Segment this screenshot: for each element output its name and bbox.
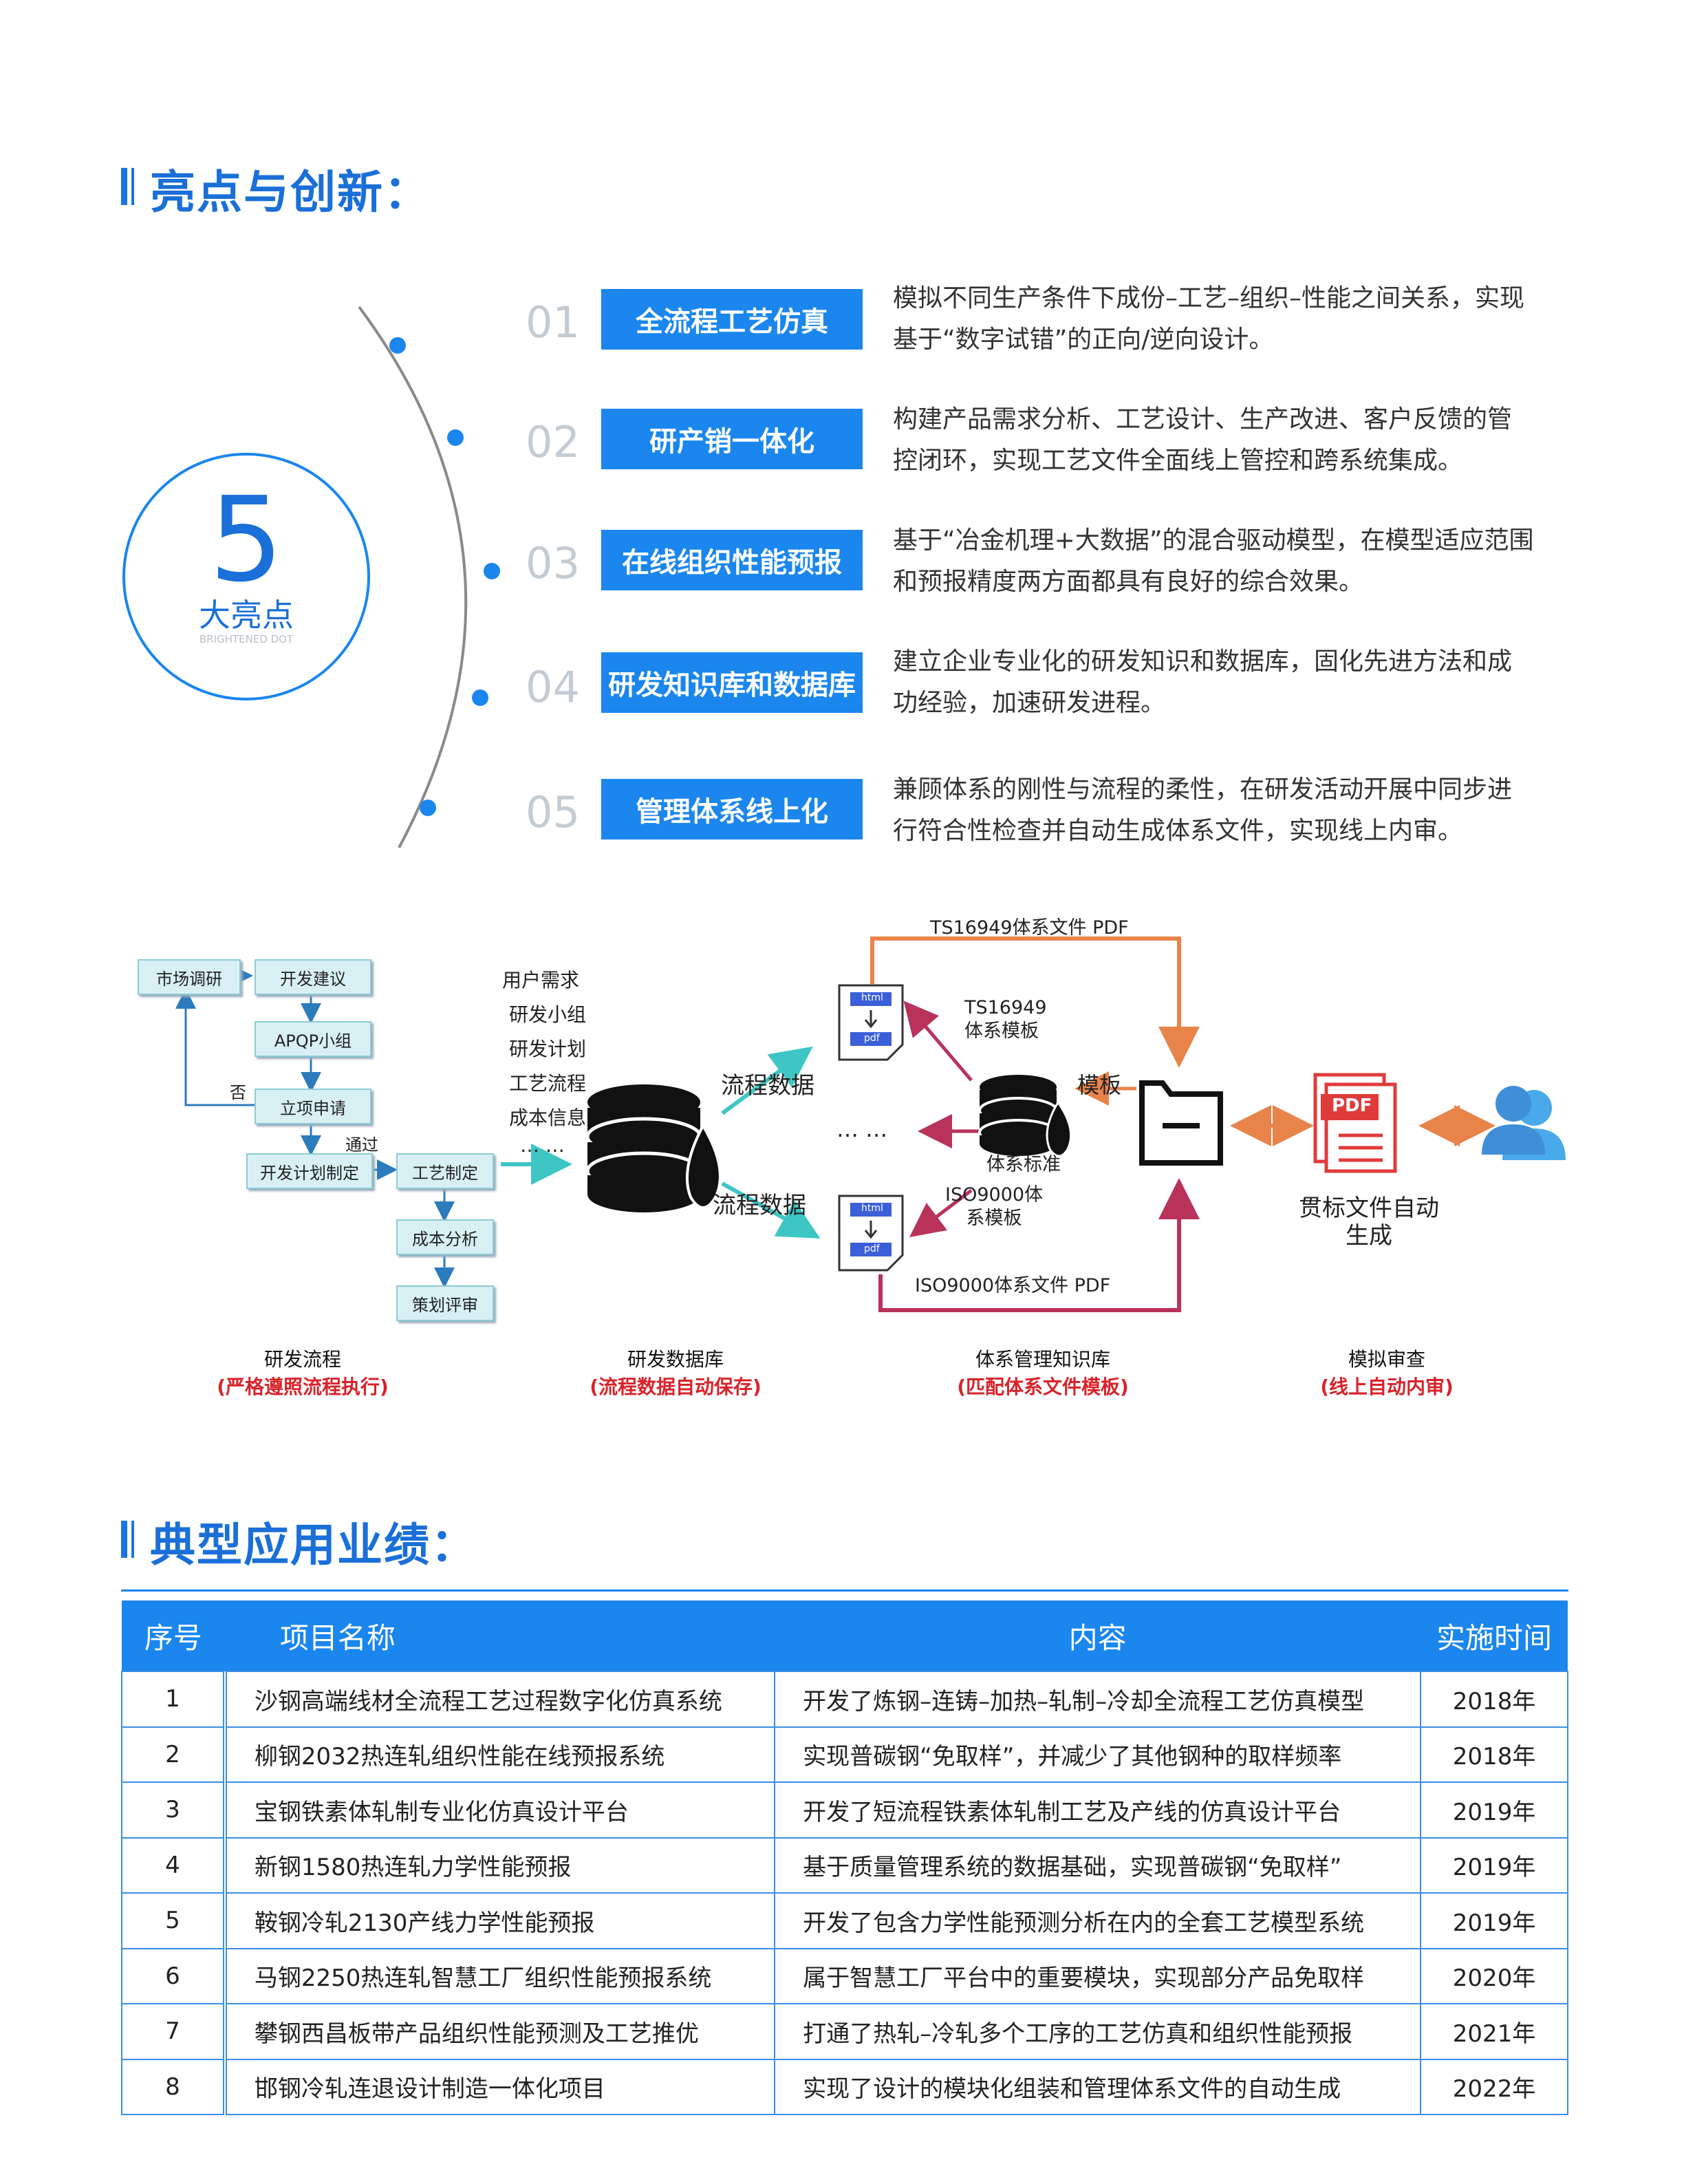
flow-data-label-bottom: 流程数据 — [713, 1192, 806, 1219]
header-date: 实施时间 — [1421, 1600, 1568, 1671]
iso-pdf-label: ISO9000体系文件 PDF — [915, 1275, 1111, 1296]
flow-no-label: 否 — [230, 1083, 246, 1102]
highlight-num-3: 03 — [526, 538, 580, 588]
flow-market-research: 市场调研 — [138, 959, 241, 995]
flow-pass-label: 通过 — [345, 1135, 378, 1155]
highlight-title-4: 研发知识库和数据库 — [601, 652, 863, 713]
pdf-big-label: PDF — [1332, 1095, 1372, 1116]
caption-knowledge: 体系管理知识库(匹配体系文件模板) — [957, 1348, 1129, 1398]
ts-document-icon — [838, 984, 904, 1061]
highlight-title-5: 管理体系线上化 — [601, 779, 863, 839]
html-tag-ts: html — [861, 992, 883, 1003]
flow-review: 策划评审 — [396, 1285, 494, 1321]
badge-sub: BRIGHTENED DOT — [199, 633, 294, 645]
section-marker — [121, 1521, 127, 1558]
header-content: 内容 — [775, 1600, 1421, 1671]
highlight-desc-5: 兼顾体系的刚性与流程的柔性，在研发活动开展中同步进行符合性检查并自动生成体系文件… — [893, 775, 1513, 845]
highlight-num-5: 05 — [526, 787, 580, 837]
pdf-icon — [1313, 1073, 1397, 1173]
highlight-num-2: 02 — [526, 417, 580, 467]
highlight-title-3: 在线组织性能预报 — [601, 530, 863, 590]
input-list: 用户需求 研发小组 研发计划 工艺流程 成本信息 … … — [502, 963, 586, 1156]
pdf-tag-ts: pdf — [864, 1033, 880, 1044]
flow-apqp: APQP小组 — [255, 1021, 371, 1057]
section-divider — [121, 1589, 1568, 1592]
section-marker-thin — [131, 168, 134, 205]
header-name: 项目名称 — [224, 1600, 775, 1671]
highlight-title-1: 全流程工艺仿真 — [601, 289, 863, 350]
highlight-title-2: 研产销一体化 — [601, 409, 863, 469]
input-item: 用户需求 — [502, 969, 580, 992]
pdf-tag-iso: pdf — [864, 1243, 880, 1254]
section-marker — [121, 168, 127, 205]
badge-number: 5 — [208, 472, 284, 608]
highlight-desc-1: 模拟不同生产条件下成份–工艺–组织–性能之间关系，实现基于“数字试错”的正向/逆… — [893, 284, 1525, 354]
section-marker-thin — [131, 1521, 134, 1558]
arc-dot-2 — [447, 429, 464, 446]
arc-dot-3 — [484, 563, 500, 579]
template-label: 模板 — [1077, 1072, 1122, 1098]
ellipsis-label: … … — [836, 1116, 888, 1142]
flow-project: 立项申请 — [255, 1089, 371, 1124]
highlight-num-1: 01 — [526, 297, 580, 347]
table-header-row: 序号 项目名称 内容 实施时间 — [122, 1600, 1568, 1671]
arc-dot-1 — [389, 337, 406, 354]
highlight-desc-4: 建立企业专业化的研发知识和数据库，固化先进方法和成功经验，加速研发进程。 — [893, 647, 1513, 717]
caption-audit: 模拟审查(线上自动内审) — [1320, 1348, 1454, 1398]
html-tag-iso: html — [861, 1203, 883, 1214]
standard-database-icon — [978, 1075, 1072, 1157]
iso-document-icon — [838, 1195, 904, 1272]
flow-cost: 成本分析 — [396, 1219, 494, 1255]
section-title-highlights: 亮点与创新： — [150, 166, 431, 219]
arc-dot-5 — [420, 800, 436, 816]
input-item: 成本信息 — [509, 1106, 587, 1129]
users-icon — [1482, 1086, 1566, 1160]
input-item: 研发计划 — [509, 1038, 587, 1060]
flow-process: 工艺制定 — [396, 1153, 494, 1189]
folder-icon — [1139, 1080, 1223, 1166]
flow-proposal: 开发建议 — [255, 959, 371, 995]
header-index: 序号 — [122, 1600, 225, 1671]
badge-circle — [122, 453, 370, 700]
iso-template-label: ISO9000体系模板 — [945, 1184, 1044, 1229]
badge-label: 大亮点 — [199, 597, 294, 634]
auto-gen-label: 贯标文件自动生成 — [1299, 1195, 1439, 1250]
arc-dot-4 — [472, 689, 488, 706]
standard-label: 体系标准 — [986, 1154, 1061, 1175]
caption-db: 研发数据库(流程数据自动保存) — [590, 1348, 762, 1398]
highlight-desc-3: 基于“冶金机理+大数据”的混合驱动模型，在模型适应范围和预报精度两方面都具有良好… — [893, 526, 1534, 596]
ts-pdf-label: TS16949体系文件 PDF — [930, 917, 1129, 939]
diagram-lines — [175, 936, 1566, 1312]
input-item: … … — [520, 1134, 565, 1157]
caption-flow: 研发流程(严格遵照流程执行) — [217, 1348, 389, 1398]
highlight-desc-2: 构建产品需求分析、工艺设计、生产改进、客户反馈的管控闭环，实现工艺文件全面线上管… — [893, 405, 1513, 475]
flow-plan: 开发计划制定 — [246, 1153, 373, 1189]
database-icon — [585, 1084, 722, 1212]
input-item: 研发小组 — [509, 1003, 587, 1026]
highlight-num-4: 04 — [526, 662, 580, 712]
input-item: 工艺流程 — [509, 1072, 587, 1095]
section-title-cases: 典型应用业绩： — [150, 1519, 477, 1572]
flow-data-label-top: 流程数据 — [721, 1072, 814, 1100]
highlights-arc — [122, 306, 500, 848]
